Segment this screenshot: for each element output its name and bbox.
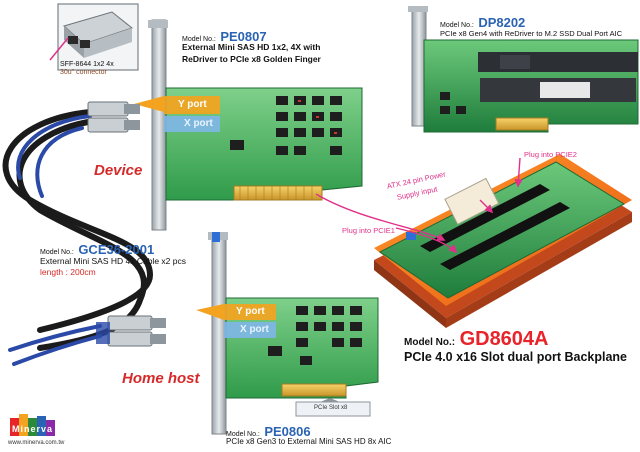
gce-model-prefix: Model No.:	[40, 249, 74, 256]
connector-inset	[49, 3, 139, 71]
pe0807-desc-line2: ReDriver to PCIe x8 Golden Finger	[182, 54, 321, 64]
gce-length: length : 200cm	[40, 267, 96, 277]
gce-desc: External Mini SAS HD 4x Cable x2 pcs	[40, 256, 186, 266]
dp8202-card	[408, 6, 639, 133]
pe0807-port-x: X port	[184, 118, 213, 129]
plug-pcie2-label: Plug into PCIE2	[524, 150, 577, 159]
pe0806-model-heading: Model No.: PE0806	[226, 423, 311, 441]
flow-arrows	[315, 157, 523, 254]
gd8604a-desc: PCIe 4.0 x16 Slot dual port Backplane	[404, 350, 627, 364]
pe0806-port-y: Y port	[236, 306, 265, 317]
connector-label-line2: 30u" connector	[60, 69, 107, 76]
dp8202-model-prefix: Model No.:	[440, 22, 474, 29]
pe0807-desc-line1: External Mini SAS HD 1x2, 4X with	[182, 42, 321, 52]
connector-label-line1: SFF-8644 1x2 4x	[60, 61, 114, 68]
gce-model-heading: Model No.: GCE36-2001	[40, 241, 154, 259]
pe0807-model-number: PE0807	[220, 29, 267, 44]
dp8202-desc: PCIe x8 Gen4 with ReDriver to M.2 SSD Du…	[440, 29, 623, 38]
dp8202-model-number: DP8202	[478, 15, 526, 30]
gd8604a-model-prefix: Model No.:	[404, 337, 456, 348]
pe0806-model-prefix: Model No.:	[226, 431, 260, 438]
pe0807-model-heading: Model No.: PE0807	[182, 28, 267, 46]
gd8604a-backplane	[374, 154, 632, 328]
minerva-url: www.minerva.com.tw	[8, 440, 65, 446]
minerva-logo-text: Minerva	[12, 424, 54, 434]
gce-model-number: GCE36-2001	[78, 242, 155, 257]
gd8604a-model-heading: Model No.: GD8604A	[404, 328, 549, 351]
pe0806-desc: PCIe x8 Gen3 to External Mini SAS HD 8x …	[226, 437, 392, 446]
pe0807-model-prefix: Model No.:	[182, 36, 216, 43]
pe0806-model-number: PE0806	[264, 424, 311, 439]
cable-connectors-top	[87, 101, 140, 133]
gd8604a-model-number: GD8604A	[459, 328, 549, 350]
pe0806-slot-label: PCIe Slot x8	[314, 405, 348, 411]
dp8202-model-heading: Model No.: DP8202	[440, 14, 525, 32]
pe0806-port-x: X port	[240, 324, 269, 335]
pe0807-card	[134, 19, 363, 231]
cable-connectors-bottom	[96, 315, 166, 347]
pe0806-card	[196, 232, 379, 435]
sas-cables	[2, 109, 154, 366]
device-label: Device	[94, 162, 143, 179]
minerva-logo-mark	[10, 414, 55, 436]
home-host-label: Home host	[122, 370, 200, 387]
pe0807-port-y: Y port	[178, 99, 207, 110]
plug-pcie1-label: Plug into PCIE1	[342, 226, 395, 235]
